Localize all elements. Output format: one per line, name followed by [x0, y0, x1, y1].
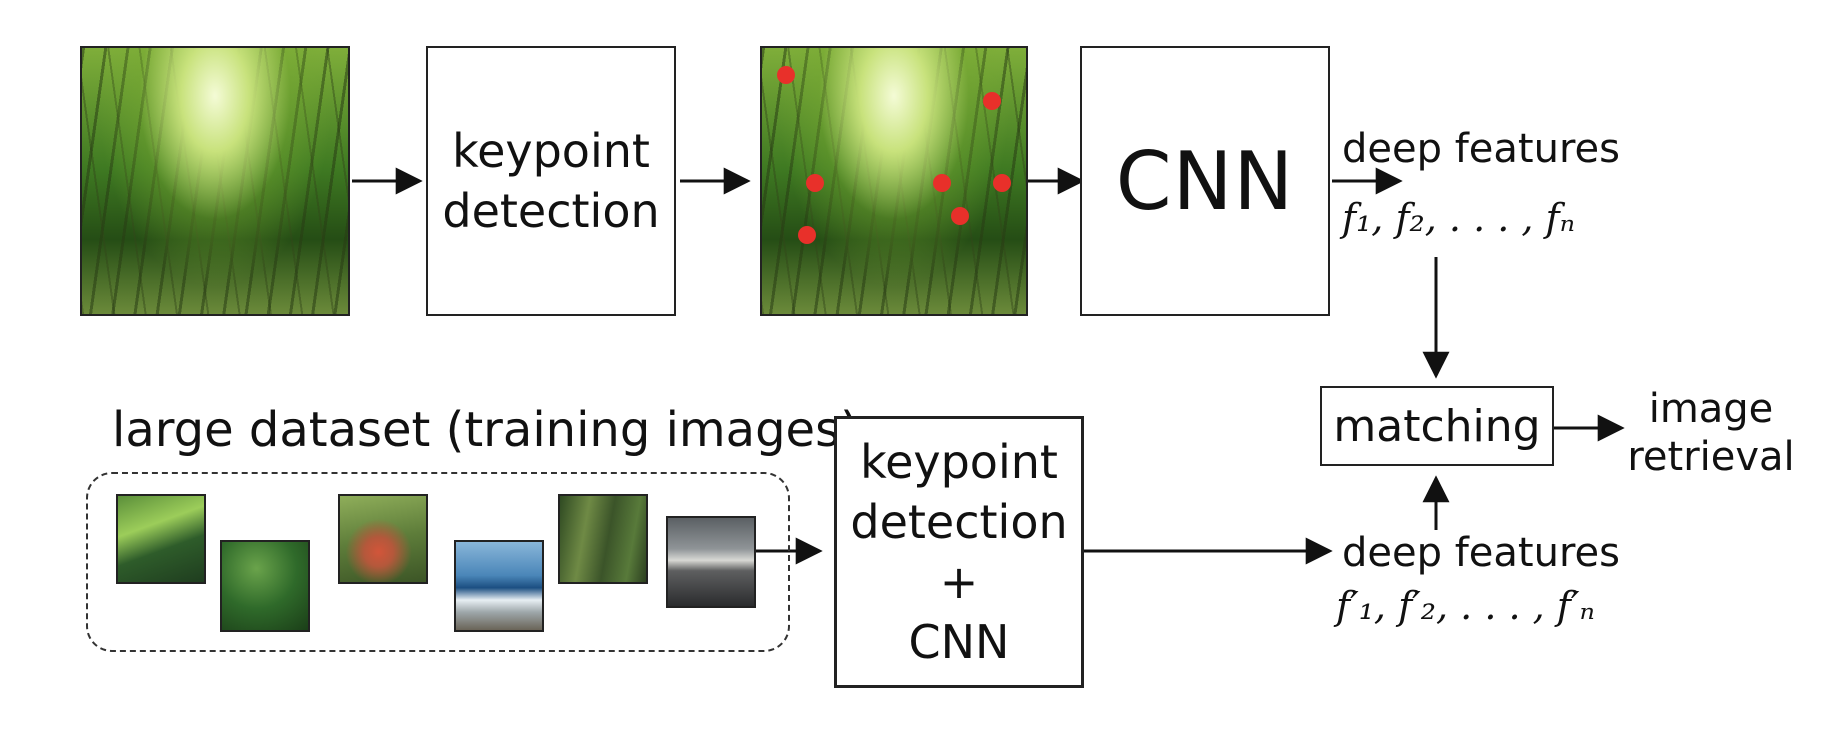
deep-features-label-bottom: deep features: [1342, 530, 1620, 576]
query-image: [80, 46, 350, 316]
keypoint-dot: [951, 207, 969, 225]
matching-label: matching: [1333, 400, 1541, 452]
keypoint-dot: [777, 66, 795, 84]
cnn-box: CNN: [1080, 46, 1330, 316]
keypoint-dot: [983, 92, 1001, 110]
dataset-container: [86, 472, 790, 652]
matching-box: matching: [1320, 386, 1554, 466]
training-image: [454, 540, 544, 632]
cnn-label: CNN: [1115, 134, 1295, 228]
image-with-keypoints: [760, 46, 1028, 316]
keypoint-detection-box: keypoint detection: [426, 46, 676, 316]
detection-line: detection: [850, 495, 1068, 549]
keypoint-dot: [806, 174, 824, 192]
keypoint-cnn-box: keypoint detection + CNN: [834, 416, 1084, 688]
training-image: [220, 540, 310, 632]
plus-line: +: [939, 555, 979, 609]
deep-features-math-bottom: f′₁, f′₂, . . . , f′ₙ: [1336, 584, 1595, 628]
deep-features-label: deep features: [1342, 126, 1620, 172]
keypoint-dot: [798, 226, 816, 244]
deep-features-math: f₁, f₂, . . . , fₙ: [1342, 196, 1576, 240]
dataset-label: large dataset (training images): [112, 402, 859, 458]
keypoint-dot: [993, 174, 1011, 192]
image-retrieval-label-line2: retrieval: [1627, 434, 1795, 480]
training-image: [338, 494, 428, 584]
keypoint-dot: [933, 174, 951, 192]
image-retrieval-label-line1: image: [1648, 386, 1774, 432]
keypoint-line: keypoint: [860, 435, 1058, 489]
training-image: [666, 516, 756, 608]
training-image: [558, 494, 648, 584]
keypoint-detection-label: keypoint detection: [442, 124, 660, 238]
training-image: [116, 494, 206, 584]
cnn-line: CNN: [908, 615, 1010, 669]
